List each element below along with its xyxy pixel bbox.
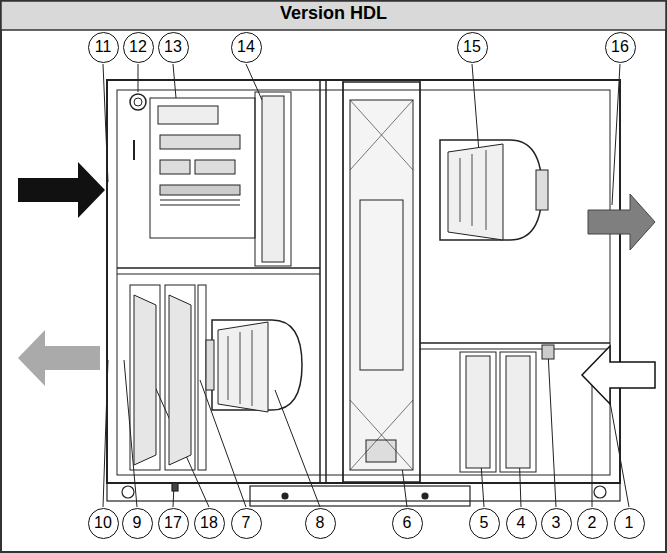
callout-text: 1 [625,515,634,531]
callout-text: 7 [242,515,251,531]
callout-text: 10 [94,515,112,531]
callout-text: 4 [517,515,526,531]
callout-number: 14 [231,32,262,63]
callout-number: 9 [122,508,153,539]
callout-text: 2 [588,515,597,531]
callout-number: 5 [469,508,500,539]
callout-text: 5 [480,515,489,531]
callout-text: 12 [129,39,147,55]
callout-number: 6 [392,508,423,539]
callout-number: 8 [305,508,336,539]
callout-text: 3 [552,515,561,531]
callout-number: 16 [605,32,636,63]
callout-number: 1 [614,508,645,539]
callout-number: 11 [88,32,119,63]
callout-text: 13 [164,39,182,55]
callout-text: 6 [403,515,412,531]
callout-text: 9 [133,515,142,531]
callout-number: 2 [577,508,608,539]
callout-number: 4 [506,508,537,539]
callout-text: 14 [237,39,255,55]
title: Version HDL [0,3,667,24]
callout-number: 3 [541,508,572,539]
callout-text: 11 [95,39,112,55]
callout-number: 13 [158,32,189,63]
callout-number: 10 [88,508,119,539]
callout-number: 12 [123,32,154,63]
callout-number: 15 [457,32,488,63]
callout-number: 7 [231,508,262,539]
callout-number: 17 [158,508,189,539]
callout-text: 17 [164,515,182,531]
callout-text: 8 [316,515,325,531]
callout-text: 16 [611,39,629,55]
callout-number: 18 [194,508,225,539]
callout-text: 18 [200,515,218,531]
callout-text: 15 [463,39,481,55]
